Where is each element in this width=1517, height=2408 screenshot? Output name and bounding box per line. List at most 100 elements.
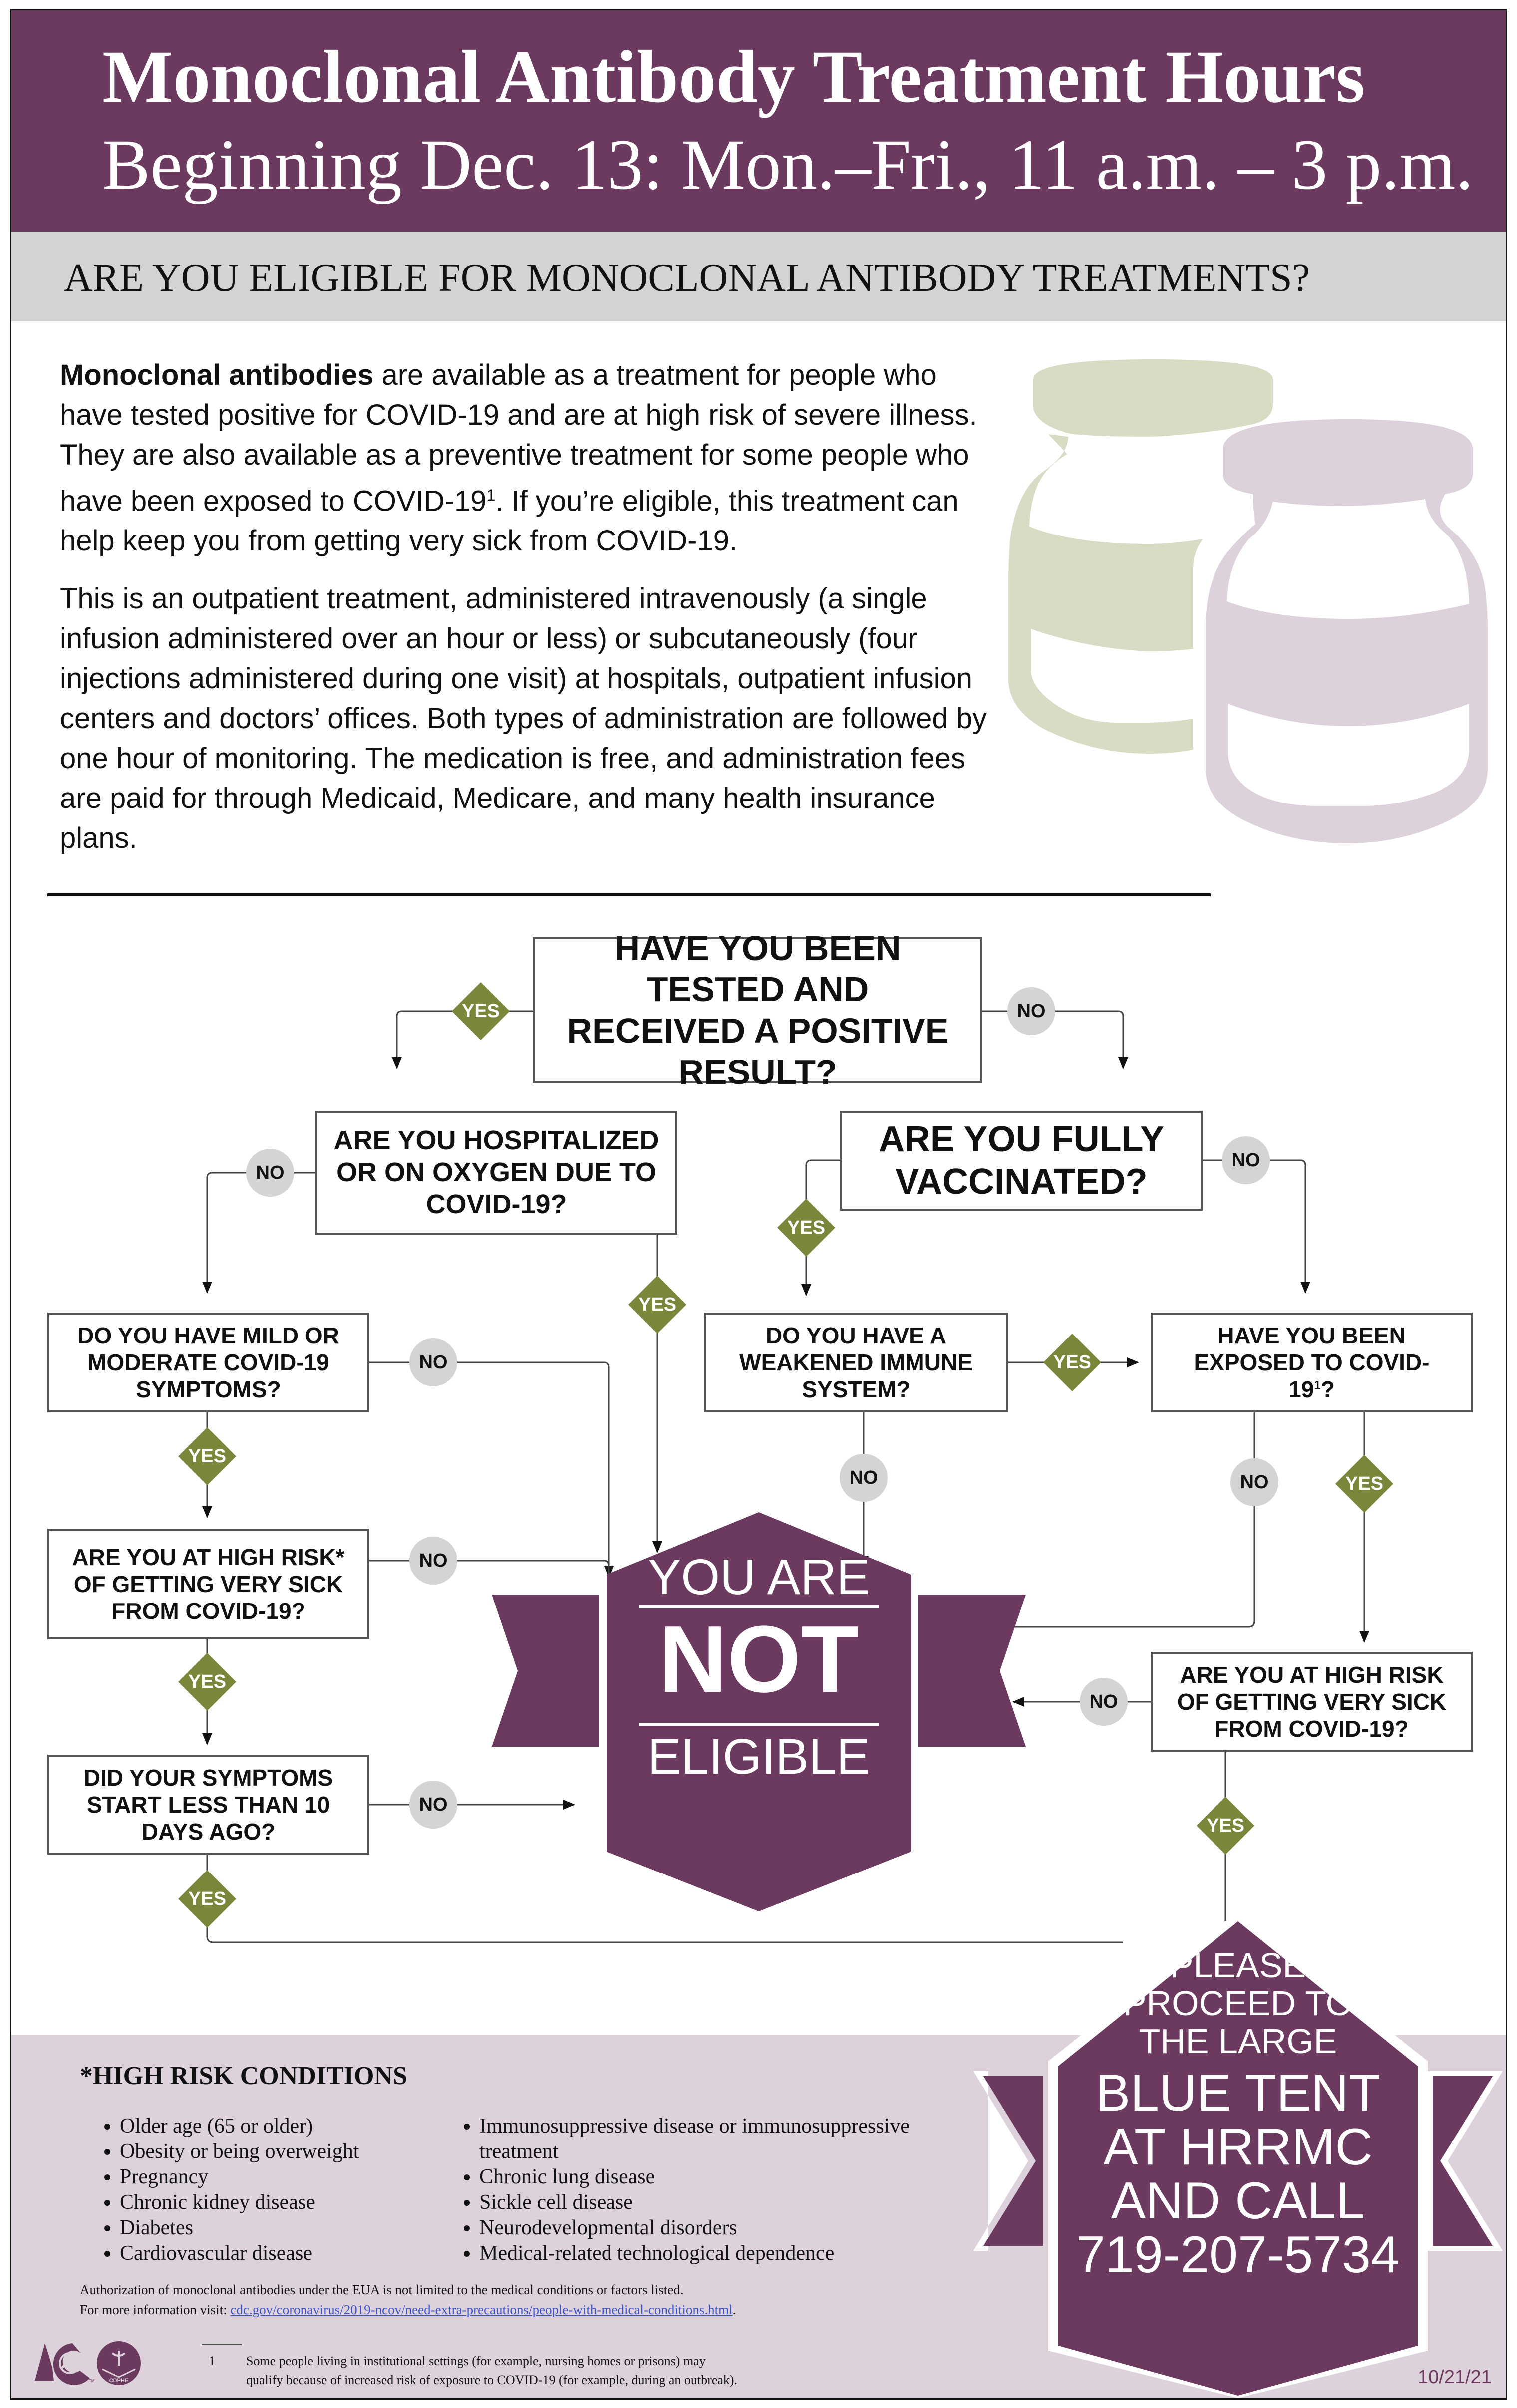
intro-bold-term: Monoclonal antibodies [60,359,374,391]
question-exposed: HAVE YOU BEEN EXPOSED TO COVID-191? [1151,1313,1473,1412]
yes-label: YES [188,1445,227,1467]
question-high-risk-left: ARE YOU AT HIGH RISK* OF GETTING VERY SI… [47,1529,369,1639]
no-badge-hospitalized: NO [246,1149,294,1197]
yes-badge-weakened: YES [1043,1334,1101,1391]
header-banner: Monoclonal Antibody Treatment Hours Begi… [10,9,1507,232]
trademark-label: TM [89,2379,95,2383]
eligibility-heading: ARE YOU ELIGIBLE FOR MONOCLONAL ANTIBODY… [64,256,1310,300]
question-exposed-text: HAVE YOU BEEN EXPOSED TO COVID-19 [1194,1322,1430,1403]
high-risk-condition: Obesity or being overweight [120,2139,449,2164]
high-risk-condition: Cardiovascular disease [120,2241,449,2266]
proceed-hexagon-icon [1058,1921,1418,2396]
intro-text: Monoclonal antibodies are available as a… [60,355,988,876]
intro-paragraph-1: Monoclonal antibodies are available as a… [60,355,988,561]
connector-highrisk-left-no [369,1560,610,1577]
page-title: Monoclonal Antibody Treatment Hours [102,35,1365,118]
connector-tested-yes [392,1010,533,1069]
yes-label: YES [787,1217,826,1238]
connector-tested-no [982,1010,1128,1069]
footnote-rule [202,2344,242,2345]
high-risk-list-1: Older age (65 or older)Obesity or being … [90,2114,449,2266]
not-eligible-line1: YOU ARE [647,1549,870,1605]
high-risk-condition: Pregnancy [120,2164,449,2190]
high-risk-condition: Medical-related technological dependence [479,2241,948,2266]
more-info-label: For more information visit: [80,2302,231,2317]
no-badge-symptoms: NO [409,1781,457,1829]
ribbon-right-tail-icon [918,1595,1026,1747]
yes-label: YES [188,1671,227,1692]
proceed-line3: THE LARGE [1139,2022,1337,2061]
proceed-line4: BLUE TENT [1095,2064,1381,2122]
cdc-link[interactable]: cdc.gov/coronavirus/2019-ncov/need-extra… [230,2302,733,2317]
more-info-end: . [732,2302,736,2317]
proceed-line6: AND CALL [1111,2172,1365,2230]
intro-p1-text-end: . If you’re eligible, this treatment can… [60,485,959,557]
ribbon-left-tail-icon [492,1595,599,1747]
connector-mild-no [369,1361,614,1578]
yes-label: YES [461,1000,500,1022]
no-label: NO [419,1794,448,1815]
colorado-logo-icon: TM CDPHE [35,2341,141,2385]
yes-badge-high-risk-right: YES [1197,1797,1254,1855]
question-high-risk-right: ARE YOU AT HIGH RISK OF GETTING VERY SIC… [1151,1652,1473,1752]
question-weakened-immune: DO YOU HAVE A WEAKENED IMMUNE SYSTEM? [704,1313,1008,1412]
high-risk-list-2: Immunosuppressive disease or immunosuppr… [449,2114,948,2266]
cdphe-label: CDPHE [109,2378,129,2384]
question-fully-vaccinated: ARE YOU FULLY VACCINATED? [840,1111,1203,1211]
proceed-ribbon-left-icon [983,2076,1043,2246]
revision-date: 10/21/21 [1418,2367,1492,2388]
high-risk-condition: Older age (65 or older) [120,2114,449,2139]
no-badge-weakened: NO [840,1454,888,1502]
eligibility-question-bar: ARE YOU ELIGIBLE FOR MONOCLONAL ANTIBODY… [10,232,1507,321]
more-info-note: For more information visit: cdc.gov/coro… [80,2300,736,2320]
no-badge-high-risk-left: NO [409,1537,457,1585]
yes-label: YES [638,1294,677,1315]
question-hospitalized: ARE YOU HOSPITALIZED OR ON OXYGEN DUE TO… [315,1111,677,1235]
no-label: NO [1089,1691,1118,1712]
purple-jar-icon [1206,419,1488,843]
not-eligible-line2: NOT [658,1606,859,1712]
high-risk-condition: Immunosuppressive disease or immunosuppr… [479,2114,948,2164]
high-risk-title: *HIGH RISK CONDITIONS [80,2062,407,2090]
question-mild-symptoms: DO YOU HAVE MILD OR MODERATE COVID-19 SY… [47,1313,369,1412]
no-label: NO [1240,1471,1269,1493]
no-badge-vaccinated: NO [1222,1136,1270,1184]
green-jar-icon [1008,359,1273,754]
no-badge-tested: NO [1007,987,1055,1035]
medicine-jars-icon [1008,359,1488,843]
connector-vacc-no [1203,1159,1310,1294]
footnote-line1: Some people living in institutional sett… [246,2354,706,2368]
question-symptoms-10-days: DID YOUR SYMPTOMS START LESS THAN 10 DAY… [47,1755,369,1855]
footnote-ref: 1 [486,486,496,504]
proceed-phone-number[interactable]: 719-207-5734 [1076,2226,1400,2284]
proceed-line1: PLEASE [1170,1946,1306,1985]
proceed-line5: AT HRRMC [1103,2118,1373,2176]
no-label: NO [1017,1000,1046,1022]
intro-p1-text: are available as a treatment for people … [60,359,977,518]
yes-badge-exposed: YES [1335,1455,1393,1513]
yes-badge-high-risk-left: YES [178,1653,236,1711]
high-risk-condition: Chronic lung disease [479,2164,948,2190]
yes-label: YES [188,1888,227,1909]
connector-exposed-no [947,1412,1255,1632]
no-label: NO [1231,1149,1260,1171]
eua-note: Authorization of monoclonal antibodies u… [80,2282,684,2297]
high-risk-condition: Chronic kidney disease [120,2190,449,2215]
hexagon-icon [607,1512,911,1911]
question-tested-positive: HAVE YOU BEEN TESTED AND RECEIVED A POSI… [533,929,982,1091]
connector-symptoms-yes [206,1855,1123,1943]
footnote-line2: qualify because of increased risk of exp… [246,2373,738,2387]
high-risk-condition: Neurodevelopmental disorders [479,2215,948,2241]
proceed-badge [973,1911,1503,2398]
yes-badge-hospitalized: YES [628,1276,686,1334]
connector-hosp-no [202,1172,315,1294]
proceed-large-text: BLUE TENT AT HRRMC AND CALL 719-207-5734 [1063,2066,1413,2282]
yes-badge-tested: YES [452,982,510,1040]
section-divider [47,893,1211,896]
yes-label: YES [1345,1473,1384,1494]
intro-paragraph-2: This is an outpatient treatment, adminis… [60,582,987,855]
footnote-text: Some people living in institutional sett… [246,2352,737,2390]
no-badge-exposed: NO [1230,1458,1278,1506]
yes-badge-vaccinated: YES [777,1199,835,1257]
footnote-ref: 1 [1314,1378,1321,1392]
